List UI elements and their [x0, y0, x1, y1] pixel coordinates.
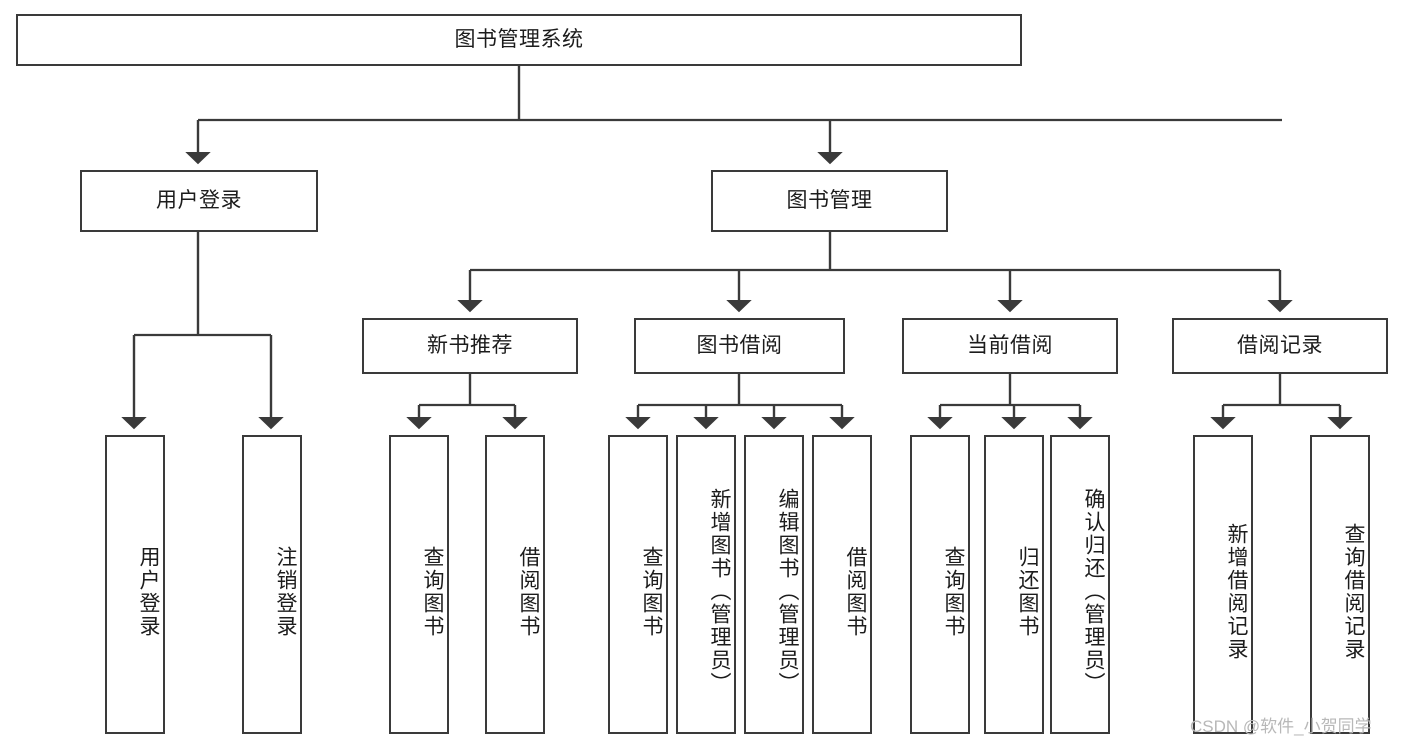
node-root[interactable]: 图书管理系统 — [16, 14, 1022, 66]
node-label: 归还图书 — [1016, 545, 1039, 638]
node-user-login[interactable]: 用户登录 — [80, 170, 318, 232]
leaf-add-borrow-record[interactable]: 新增借阅记录 — [1193, 435, 1253, 734]
leaf-confirm-return[interactable]: 确认归还（管理员） — [1050, 435, 1110, 734]
leaf-borrow-book[interactable]: 借阅图书 — [812, 435, 872, 734]
node-label: 图书管理系统 — [454, 28, 584, 52]
node-label: 编辑图书（管理员） — [776, 488, 799, 695]
leaf-user-login[interactable]: 用户登录 — [105, 435, 165, 734]
node-label: 用户登录 — [137, 545, 160, 638]
leaf-add-book[interactable]: 新增图书（管理员） — [676, 435, 736, 734]
node-label: 当前借阅 — [967, 334, 1053, 358]
leaf-query-book-borrow[interactable]: 查询图书 — [608, 435, 668, 734]
node-label: 图书借阅 — [696, 334, 783, 358]
node-label: 查询图书 — [942, 545, 965, 638]
node-book-borrow[interactable]: 图书借阅 — [634, 318, 845, 374]
node-book-management[interactable]: 图书管理 — [711, 170, 948, 232]
leaf-query-book-recommend[interactable]: 查询图书 — [389, 435, 449, 734]
leaf-query-borrow-record[interactable]: 查询借阅记录 — [1310, 435, 1370, 734]
node-label: 查询图书 — [421, 545, 444, 638]
node-borrow-record[interactable]: 借阅记录 — [1172, 318, 1388, 374]
node-label: 借阅图书 — [844, 545, 867, 638]
leaf-edit-book[interactable]: 编辑图书（管理员） — [744, 435, 804, 734]
csdn-watermark: CSDN @软件_小贺同学 — [1190, 717, 1372, 736]
node-new-book-recommend[interactable]: 新书推荐 — [362, 318, 578, 374]
node-label: 注销登录 — [274, 545, 297, 638]
node-label: 新增图书（管理员） — [708, 488, 731, 695]
node-label: 借阅图书 — [517, 545, 540, 638]
node-label: 新书推荐 — [427, 334, 513, 358]
node-label: 查询借阅记录 — [1342, 522, 1365, 661]
leaf-logout[interactable]: 注销登录 — [242, 435, 302, 734]
node-current-borrow[interactable]: 当前借阅 — [902, 318, 1118, 374]
node-label: 用户登录 — [156, 189, 242, 213]
leaf-return-book[interactable]: 归还图书 — [984, 435, 1044, 734]
node-label: 图书管理 — [786, 189, 873, 213]
leaf-query-book-current[interactable]: 查询图书 — [910, 435, 970, 734]
leaf-borrow-book-recommend[interactable]: 借阅图书 — [485, 435, 545, 734]
node-label: 查询图书 — [640, 545, 663, 638]
node-label: 新增借阅记录 — [1225, 522, 1248, 661]
node-label: 确认归还（管理员） — [1082, 488, 1105, 695]
node-label: 借阅记录 — [1237, 334, 1323, 358]
